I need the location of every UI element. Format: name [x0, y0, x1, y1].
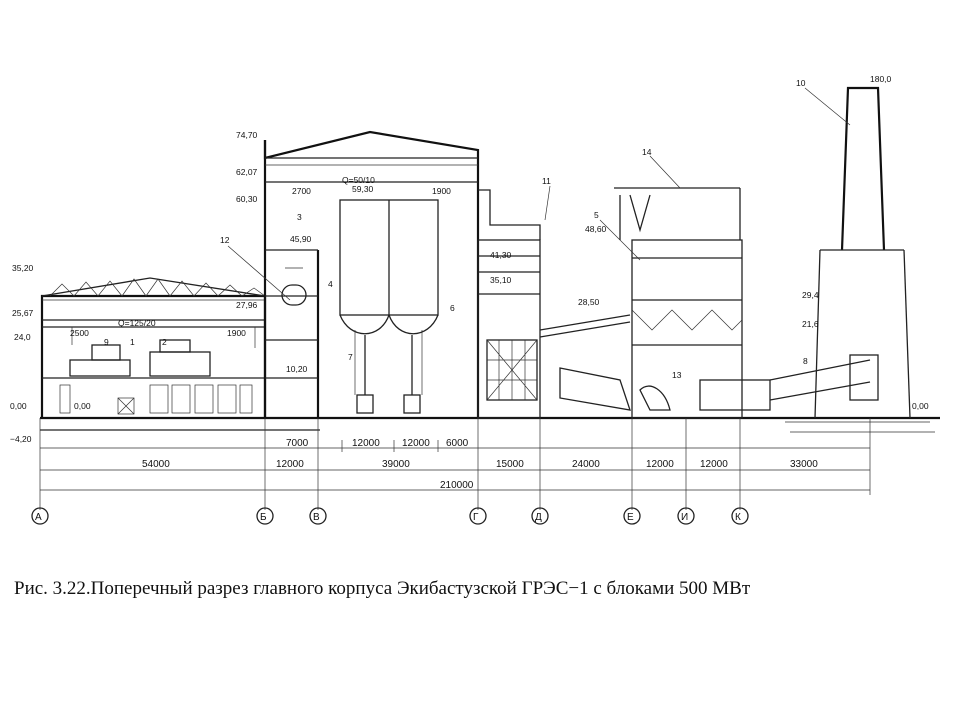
callout-4: 4: [328, 279, 333, 289]
axis-k: К: [735, 512, 741, 523]
elev-35-10: 35,10: [490, 275, 512, 285]
crane-note-turbine-hall: Q=125/20: [118, 318, 156, 328]
crane-dim-1900-upper: 1900: [432, 186, 451, 196]
axis-i: И: [681, 512, 688, 523]
dim-total-210000: 210000: [440, 480, 474, 491]
axis-e: Е: [627, 512, 634, 523]
dim-12000-a: 12000: [352, 438, 380, 449]
bunker-bay: [263, 130, 480, 418]
elev-41-30: 41,30: [490, 250, 512, 260]
dim-33000: 33000: [790, 459, 818, 470]
precipitator: [539, 187, 771, 419]
elev-0-00-right: 0,00: [912, 401, 929, 411]
figure-caption: Рис. 3.22.Поперечный разрез главного кор…: [14, 578, 751, 599]
dim-6000: 6000: [446, 438, 469, 449]
elev-180-0: 180,0: [870, 74, 892, 84]
chimney: [769, 86, 935, 433]
axis-a: А: [35, 512, 42, 523]
dimension-lines: 54000 12000 39000 15000 24000 12000 1200…: [39, 418, 871, 510]
crane-dim-1900-lower: 1900: [227, 328, 246, 338]
elevation-marks: 74,70 62,07 60,30 59,30 48,60 45,90 41,3…: [10, 74, 929, 444]
axis-markers: А Б В Г Д Е И К: [31, 507, 749, 525]
cross-section-drawing: 74,70 62,07 60,30 59,30 48,60 45,90 41,3…: [10, 74, 940, 525]
elev-28-50: 28,50: [578, 297, 600, 307]
elev-25-67: 25,67: [12, 308, 34, 318]
elev-48-60: 48,60: [585, 224, 607, 234]
callouts: 1 2 3 4 5 6 7 8 9 10 11 12 13 14: [104, 78, 851, 380]
elev-35-20: 35,20: [12, 263, 34, 273]
elev-0-00-hall: 0,00: [74, 401, 91, 411]
elev-minus-4-20: −4,20: [10, 434, 32, 444]
cross-section-svg: 74,70 62,07 60,30 59,30 48,60 45,90 41,3…: [10, 74, 940, 525]
elev-59-30: 59,30: [352, 184, 374, 194]
dim-15000: 15000: [496, 459, 524, 470]
dim-24000: 24000: [572, 459, 600, 470]
elev-21-6: 21,6: [802, 319, 819, 329]
axis-d: Д: [535, 512, 542, 523]
elev-10-20: 10,20: [286, 364, 308, 374]
axis-v: В: [313, 512, 320, 523]
elev-45-90: 45,90: [290, 234, 312, 244]
notes: Q=125/20 Q=50/10 2700 1900 2500 1900: [70, 175, 451, 338]
elev-74-70: 74,70: [236, 130, 258, 140]
dim-12000-bv: 12000: [276, 459, 304, 470]
crane-dim-2700: 2700: [292, 186, 311, 196]
dim-12000-ei: 12000: [646, 459, 674, 470]
callout-13: 13: [672, 370, 682, 380]
dim-12000-ik: 12000: [700, 459, 728, 470]
deaerator-bay: [263, 140, 320, 418]
callout-6: 6: [450, 303, 455, 313]
boiler: [477, 189, 541, 419]
elev-29-4: 29,4: [802, 290, 819, 300]
callout-8: 8: [803, 356, 808, 366]
callout-3: 3: [297, 212, 302, 222]
callout-10: 10: [796, 78, 806, 88]
elev-60-30: 60,30: [236, 194, 258, 204]
crane-dim-2500: 2500: [70, 328, 89, 338]
callout-11: 11: [542, 176, 551, 186]
callout-1: 1: [130, 337, 135, 347]
axis-b: Б: [260, 512, 267, 523]
elev-27-96: 27,96: [236, 300, 258, 310]
elev-24-0: 24,0: [14, 332, 31, 342]
axis-g: Г: [473, 512, 479, 523]
elev-62-07: 62,07: [236, 167, 258, 177]
turbine-hall: [40, 277, 267, 418]
dim-7000: 7000: [286, 438, 309, 449]
crane-note-bunker-bay: Q=50/10: [342, 175, 375, 185]
elev-0-00-left: 0,00: [10, 401, 27, 411]
callout-7: 7: [348, 352, 353, 362]
dim-39000: 39000: [382, 459, 410, 470]
callout-14: 14: [642, 147, 652, 157]
callout-12: 12: [220, 235, 230, 245]
callout-5: 5: [594, 210, 599, 220]
callout-9: 9: [104, 337, 109, 347]
dim-12000-b: 12000: [402, 438, 430, 449]
callout-2: 2: [162, 337, 167, 347]
dim-54000: 54000: [142, 459, 170, 470]
